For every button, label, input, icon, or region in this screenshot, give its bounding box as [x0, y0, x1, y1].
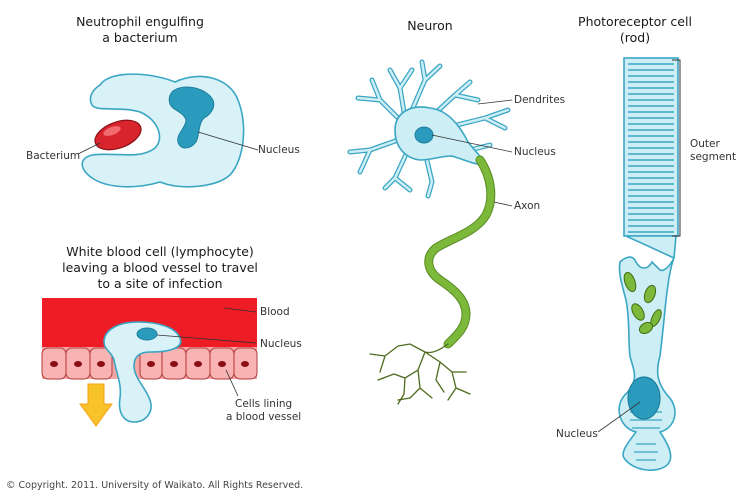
outer-segment-label: Outer segment [690, 138, 736, 164]
photoreceptor-title-line2: (rod) [619, 30, 651, 45]
neutrophil-nucleus-leader [197, 131, 259, 151]
blood-leader [223, 307, 257, 313]
neutrophil-title-line2: a bacterium [102, 30, 178, 45]
neuron-axon-terminals [369, 343, 471, 405]
lining-cell-nucleus [218, 361, 226, 367]
lining-cell-nucleus [147, 361, 155, 367]
down-arrow [79, 383, 113, 427]
cells-lining-leader [225, 369, 239, 397]
lining-cells [41, 347, 258, 380]
outer-segment-label-line1: Outer [690, 138, 720, 150]
neuron-nucleus-label: Nucleus [514, 146, 556, 158]
lymphocyte-title-line2: leaving a blood vessel to travel [62, 260, 258, 275]
bacterium [94, 119, 142, 151]
lining-cell-nucleus [97, 361, 105, 367]
photoreceptor-title-line1: Photoreceptor cell [578, 14, 692, 29]
neuron-title: Neuron [407, 18, 453, 33]
bacterium-label: Bacterium [26, 150, 81, 162]
lymphocyte-nucleus-label: Nucleus [260, 338, 302, 350]
neutrophil-nucleus [168, 86, 215, 149]
lining-cell-nucleus [241, 361, 249, 367]
lymphocyte-title: White blood cell (lymphocyte) leaving a … [45, 244, 275, 292]
lining-cell-nucleus [74, 361, 82, 367]
cells-lining-label-line1: Cells lining [235, 398, 293, 410]
copyright-notice: © Copyright. 2011. University of Waikato… [6, 480, 304, 491]
rod-nucleus [627, 376, 661, 420]
dendrites-leader [477, 99, 513, 105]
lymphocyte-title-line3: to a site of infection [97, 276, 223, 291]
neutrophil-nucleus-label: Nucleus [258, 144, 300, 156]
lymphocyte-diagram [41, 298, 258, 427]
disc-stack [628, 63, 674, 233]
neuron-nucleus [414, 126, 434, 144]
neutrophil-title-line1: Neutrophil engulfing [76, 14, 204, 29]
neuron-soma [394, 106, 488, 166]
rod-nucleus-label: Nucleus [556, 428, 598, 440]
inner-segment [618, 235, 677, 471]
bacterium-leader [77, 142, 101, 155]
axon-leader [493, 201, 513, 207]
bacterium-highlight [103, 126, 121, 136]
lymphocyte-nucleus-leader [156, 334, 257, 344]
cells-lining-label-line2: a blood vessel [226, 411, 302, 423]
neuron-myelin [425, 156, 495, 348]
neuron-axon [424, 155, 496, 349]
outer-segment-label-line2: segment [690, 151, 737, 163]
neutrophil-title: Neutrophil engulfing a bacterium [60, 14, 220, 46]
photoreceptor-diagram [597, 57, 681, 471]
neuron-nucleus-leader [431, 134, 513, 153]
lymphocyte-title-line1: White blood cell (lymphocyte) [66, 244, 254, 259]
mitochondria [623, 271, 662, 335]
rod-nucleus-leader [597, 401, 641, 433]
lining-cell-nucleus [194, 361, 202, 367]
outer-segment-bracket [672, 59, 681, 237]
neuron-diagram [347, 59, 513, 405]
lymphocyte-cell [103, 321, 182, 423]
lining-cell-nucleus [170, 361, 178, 367]
blood-label: Blood [260, 306, 290, 318]
neutrophil-diagram [77, 73, 259, 188]
dendrites-label: Dendrites [514, 94, 566, 106]
lymphocyte-nucleus [136, 327, 158, 341]
lining-cell-nucleus [50, 361, 58, 367]
axon-label: Axon [514, 200, 541, 212]
outer-segment [623, 57, 679, 237]
cells-lining-label: Cells lining a blood vessel [226, 398, 301, 424]
photoreceptor-title: Photoreceptor cell (rod) [565, 14, 705, 46]
